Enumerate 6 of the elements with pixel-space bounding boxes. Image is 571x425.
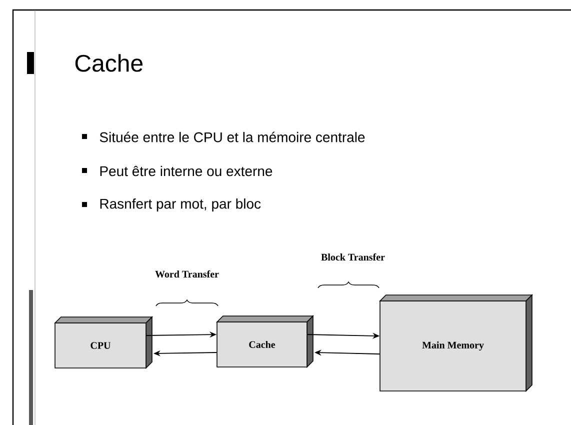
brace-label: Word Transfer	[155, 270, 219, 278]
bullet-text: Peut être interne ou externe	[100, 166, 272, 176]
bullet-text: Rasnfert par mot, par bloc	[100, 198, 261, 212]
slide-title: Cache	[75, 54, 142, 72]
brace-label: Block Transfer	[321, 253, 385, 261]
bullet-text: Située entre le CPU et la mémoire centrale	[100, 132, 365, 142]
